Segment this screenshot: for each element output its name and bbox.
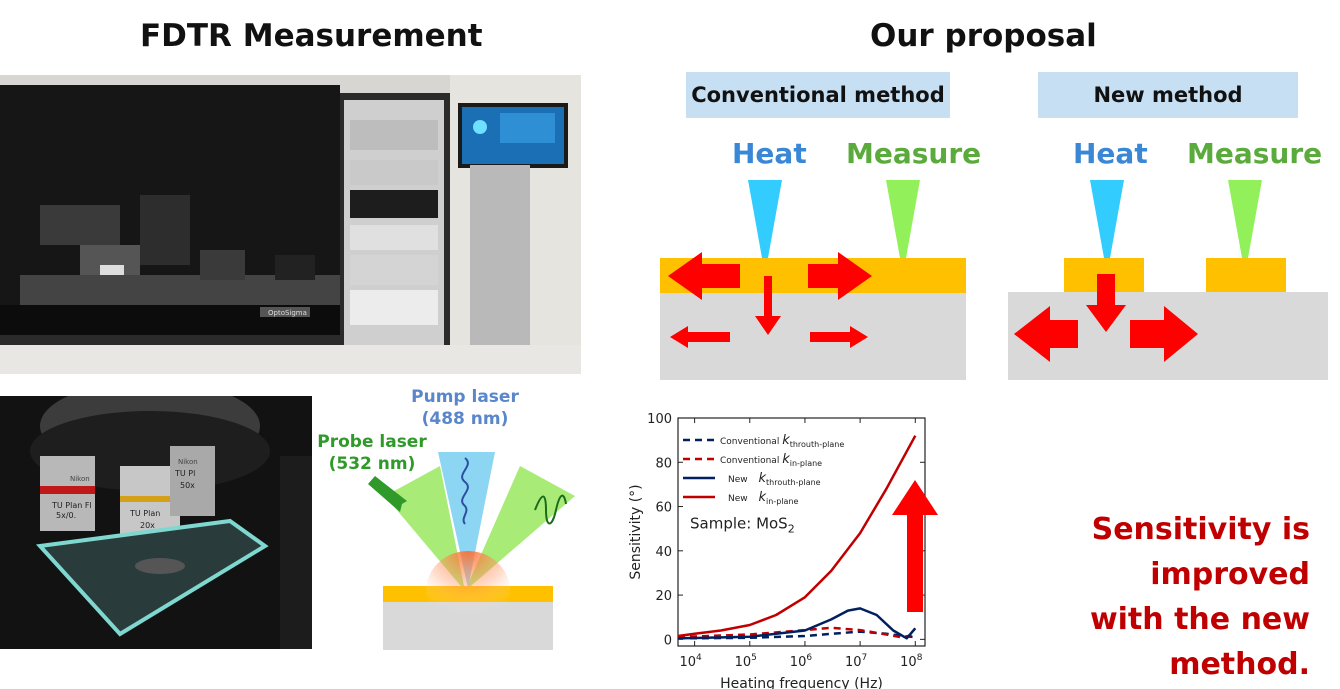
conclusion-line-2: with the new method.	[1089, 602, 1310, 682]
plot-frame	[677, 417, 926, 647]
new-right-arrow	[1130, 306, 1198, 362]
conclusion-text: Sensitivity is improved with the new met…	[955, 507, 1310, 687]
objective-label-5: TU Pl	[174, 469, 195, 478]
new-method-label: New method	[1038, 72, 1298, 118]
objective-brand-2: Nikon	[178, 458, 198, 466]
objective-label-6: 50x	[180, 481, 195, 490]
conclusion-line-1: Sensitivity is improved	[1091, 512, 1310, 592]
x-axis-label: Heating frequency (Hz)	[720, 676, 883, 689]
conventional-schematic	[660, 180, 966, 380]
right-title: Our proposal	[870, 18, 1097, 54]
reflected-wave	[534, 494, 567, 525]
pump-laser-label: Pump laser (488 nm)	[405, 386, 525, 430]
conventional-method-label: Conventional method	[686, 72, 950, 118]
objective-label-1: TU Plan Fl	[51, 501, 92, 510]
pump-beam	[438, 452, 495, 588]
left-title: FDTR Measurement	[140, 18, 483, 54]
series-line	[677, 435, 917, 638]
x-tick-label: 104	[679, 653, 702, 670]
conventional-heat-label: Heat	[732, 137, 807, 170]
heat-spot	[426, 551, 510, 631]
x-tick-label: 105	[735, 653, 757, 670]
sample-annotation: Sample: MoS2	[690, 515, 795, 536]
legend-label: New kthrouth-plane	[728, 471, 821, 487]
probe-arrow	[368, 476, 407, 512]
conventional-heat-beam	[748, 180, 782, 258]
series-line	[677, 607, 917, 640]
y-tick-label: 100	[647, 412, 672, 427]
objective-label-4: 20x	[140, 521, 155, 530]
new-down-arrow	[1086, 274, 1126, 332]
conventional-measure-beam	[886, 180, 920, 258]
new-sensor-pad	[1206, 258, 1286, 292]
probe-laser-wavelength: (532 nm)	[328, 454, 416, 474]
objective-label-3: TU Plan	[129, 509, 160, 518]
improvement-arrow	[892, 480, 938, 612]
substrate-right-arrow	[810, 326, 868, 348]
y-tick-label: 40	[655, 545, 672, 560]
probe-laser-name: Probe laser	[317, 432, 427, 452]
series-line	[677, 626, 916, 639]
substrate-left-arrow	[670, 326, 730, 348]
legend-label: Conventional kthrouth-plane	[720, 433, 844, 449]
new-schematic	[1008, 180, 1328, 380]
y-tick-label: 80	[655, 456, 672, 471]
down-arrow-small	[755, 276, 781, 335]
legend-label: Conventional kin-plane	[720, 452, 822, 468]
probe-laser-label: Probe laser (532 nm)	[312, 431, 432, 475]
lab-setup-photo: OptoSigma	[0, 75, 581, 374]
new-measure-label: Measure	[1187, 137, 1323, 170]
conventional-measure-label: Measure	[846, 137, 982, 170]
x-tick-label: 108	[900, 653, 923, 670]
pump-wave	[461, 457, 469, 525]
pump-laser-name: Pump laser	[411, 387, 519, 407]
x-tick-label: 107	[845, 653, 867, 670]
x-tick-label: 106	[790, 653, 813, 670]
laser-diagram	[368, 452, 575, 650]
pump-laser-wavelength: (488 nm)	[421, 409, 509, 429]
y-tick-label: 60	[655, 501, 672, 516]
objective-brand-1: Nikon	[70, 475, 90, 483]
new-left-arrow	[1014, 306, 1078, 362]
film-right-arrow	[808, 252, 872, 300]
y-tick-label: 0	[664, 633, 672, 648]
series-line	[678, 630, 916, 640]
objective-label-2: 5x/0.	[56, 511, 76, 520]
microscope-photo: TU Plan Fl 5x/0. TU Plan 20x Nikon TU Pl…	[0, 396, 312, 649]
new-heat-label: Heat	[1073, 137, 1148, 170]
optosigma-logo-text: OptoSigma	[268, 309, 307, 317]
new-measure-beam	[1228, 180, 1262, 258]
y-axis-label: Sensitivity (°)	[628, 484, 644, 579]
new-heat-beam	[1090, 180, 1124, 258]
y-tick-label: 20	[655, 589, 672, 604]
legend-label: New kin-plane	[728, 490, 798, 506]
film-left-arrow	[668, 252, 740, 300]
